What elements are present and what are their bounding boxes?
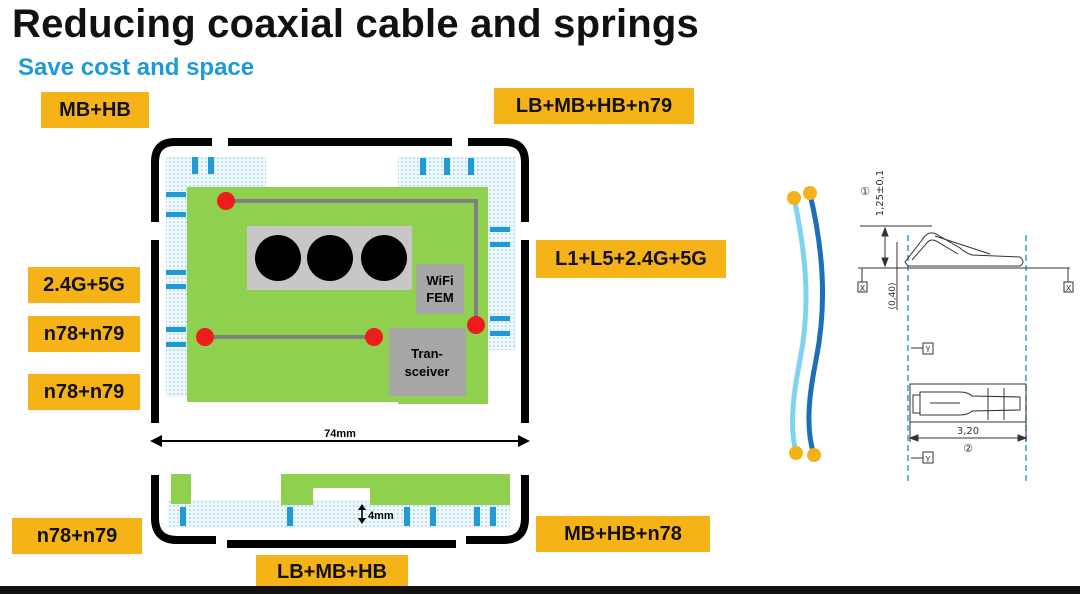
camera-lens-icon [361,235,407,281]
band-label-left-2: n78+n79 [28,316,140,352]
width-dimension-label: 74mm [324,428,356,440]
feed-point-node [196,328,214,346]
phone-frame-bottom-left [151,475,216,544]
band-label-left-3: n78+n79 [28,374,140,410]
camera-lens-icon [307,235,353,281]
wifi-fem-chip [416,264,464,314]
transceiver-chip [389,328,466,396]
spring-contact-drawing [857,225,1074,485]
feed-point-node [365,328,383,346]
cable-end-connector [789,446,803,460]
clearance-area-top-left [166,157,266,187]
band-label-bottom-mid: LB+MB+HB [256,555,408,589]
flex-cable-light [790,197,809,453]
height-dimension-label: 4mm [368,510,394,522]
feed-point-node [217,192,235,210]
datum-y-label-bottom: Y [925,455,931,464]
antenna-feed-tabs [166,157,510,347]
phone-frame-top [151,138,212,222]
page-title: Reducing coaxial cable and springs [12,2,699,46]
callout-1-label: ① [860,185,870,198]
camera-lens-icon [255,235,301,281]
transceiver-label: sceiver [405,364,450,379]
pcb-side-main [281,474,510,505]
callout-2-label: ② [963,442,973,455]
datum-y-label-top: Y [925,345,931,354]
footer-bar [0,586,1080,594]
band-label-right-mid: L1+L5+2.4G+5G [536,240,726,278]
dimension-width-label: 3,20 [957,426,979,437]
transceiver-label: Tran- [411,346,443,361]
band-label-bottom-right: MB+HB+n78 [536,516,710,552]
clearance-area-right [488,180,516,350]
cable-end-connector [787,191,801,205]
wifi-fem-label: WiFi [426,273,453,288]
phone-frame-bottom-right [466,475,529,544]
page-subtitle: Save cost and space [18,54,255,81]
cable-end-connector [807,448,821,462]
dimension-height-label: 1,25±0,1 [875,170,886,217]
cable-end-connector [803,186,817,200]
wifi-fem-label: FEM [426,290,453,305]
band-label-left-1: 2.4G+5G [28,267,140,303]
pcb-side-left [171,474,191,504]
band-label-top-right: LB+MB+HB+n79 [494,88,694,124]
feed-point-node [467,316,485,334]
datum-x-label-right: X [1066,284,1072,293]
dimension-offset-label: (0,40) [888,282,898,309]
band-label-bottom-left: n78+n79 [12,518,142,554]
datum-x-label-left: X [860,284,866,293]
coax-route-top [226,199,478,325]
flex-cable-dark [806,193,826,456]
band-label-top-left: MB+HB [41,92,149,128]
